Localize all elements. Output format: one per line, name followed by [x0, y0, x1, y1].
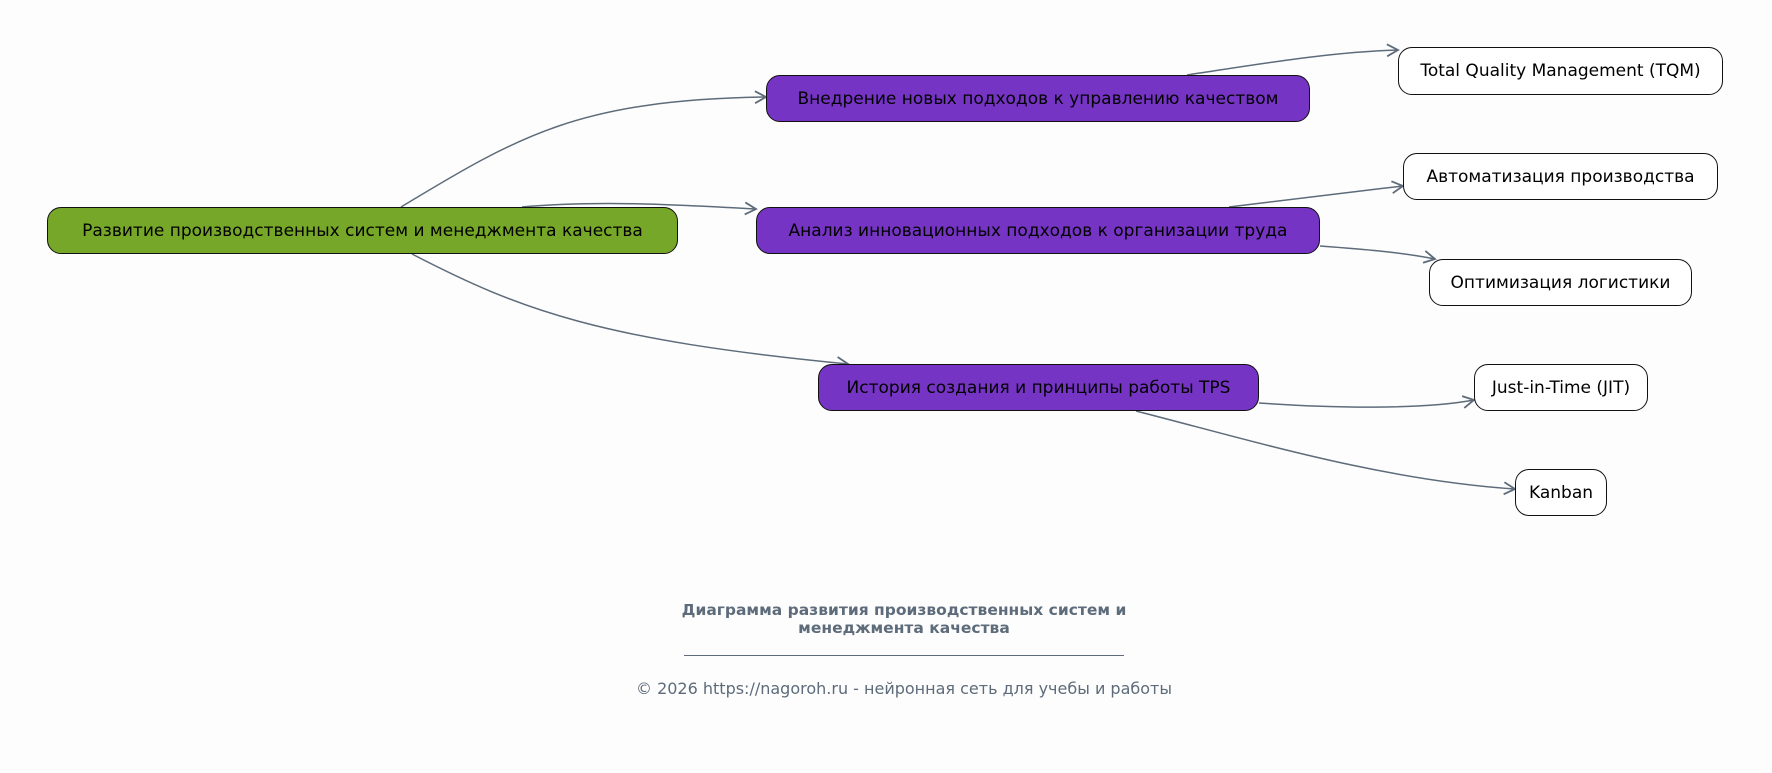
branch-node-quality[interactable]: Внедрение новых подходов к управлению ка… — [766, 75, 1310, 122]
divider — [684, 655, 1124, 656]
edge-quality-to-tqm — [1186, 43, 1400, 76]
leaf-node-label: Total Quality Management (TQM) — [1420, 61, 1701, 81]
footer-copyright: © 2026 https://nagoroh.ru - нейронная се… — [635, 679, 1172, 698]
leaf-node-label: Kanban — [1528, 482, 1594, 503]
edge-root-to-quality — [400, 90, 768, 208]
leaf-node-label: Автоматизация производства — [1426, 166, 1695, 187]
edge-root-to-tps — [411, 253, 850, 370]
edge-analysis-to-automation — [1228, 180, 1405, 208]
leaf-node-label: Оптимизация логистики — [1450, 272, 1671, 293]
diagram-title: Диаграмма развития производственных сист… — [0, 601, 1772, 637]
leaf-node-tqm[interactable]: Total Quality Management (TQM) — [1398, 47, 1723, 95]
diagram-title-line2: менеджмента качества — [798, 619, 1010, 637]
root-node-label: Развитие производственных систем и менед… — [82, 220, 643, 241]
edge-analysis-to-logistics — [1319, 245, 1437, 264]
branch-node-tps[interactable]: История создания и принципы работы TPS — [818, 364, 1259, 411]
diagram-title-line1: Диаграмма развития производственных сист… — [681, 601, 1127, 619]
leaf-node-automation[interactable]: Автоматизация производства — [1403, 153, 1718, 200]
edge-tps-to-kanban — [1135, 410, 1517, 496]
branch-node-label: Анализ инновационных подходов к организа… — [788, 220, 1288, 241]
leaf-node-kanban[interactable]: Kanban — [1515, 469, 1607, 516]
branch-node-label: Внедрение новых подходов к управлению ка… — [797, 88, 1279, 109]
branch-node-label: История создания и принципы работы TPS — [846, 377, 1231, 398]
leaf-node-label: Just-in-Time (JIT) — [1491, 377, 1631, 398]
edge-tps-to-jit — [1258, 395, 1476, 409]
root-node[interactable]: Развитие производственных систем и менед… — [47, 207, 678, 254]
leaf-node-logistics[interactable]: Оптимизация логистики — [1429, 259, 1692, 306]
leaf-node-jit[interactable]: Just-in-Time (JIT) — [1474, 364, 1648, 411]
branch-node-analysis[interactable]: Анализ инновационных подходов к организа… — [756, 207, 1320, 254]
edge-root-to-analysis — [521, 201, 758, 216]
